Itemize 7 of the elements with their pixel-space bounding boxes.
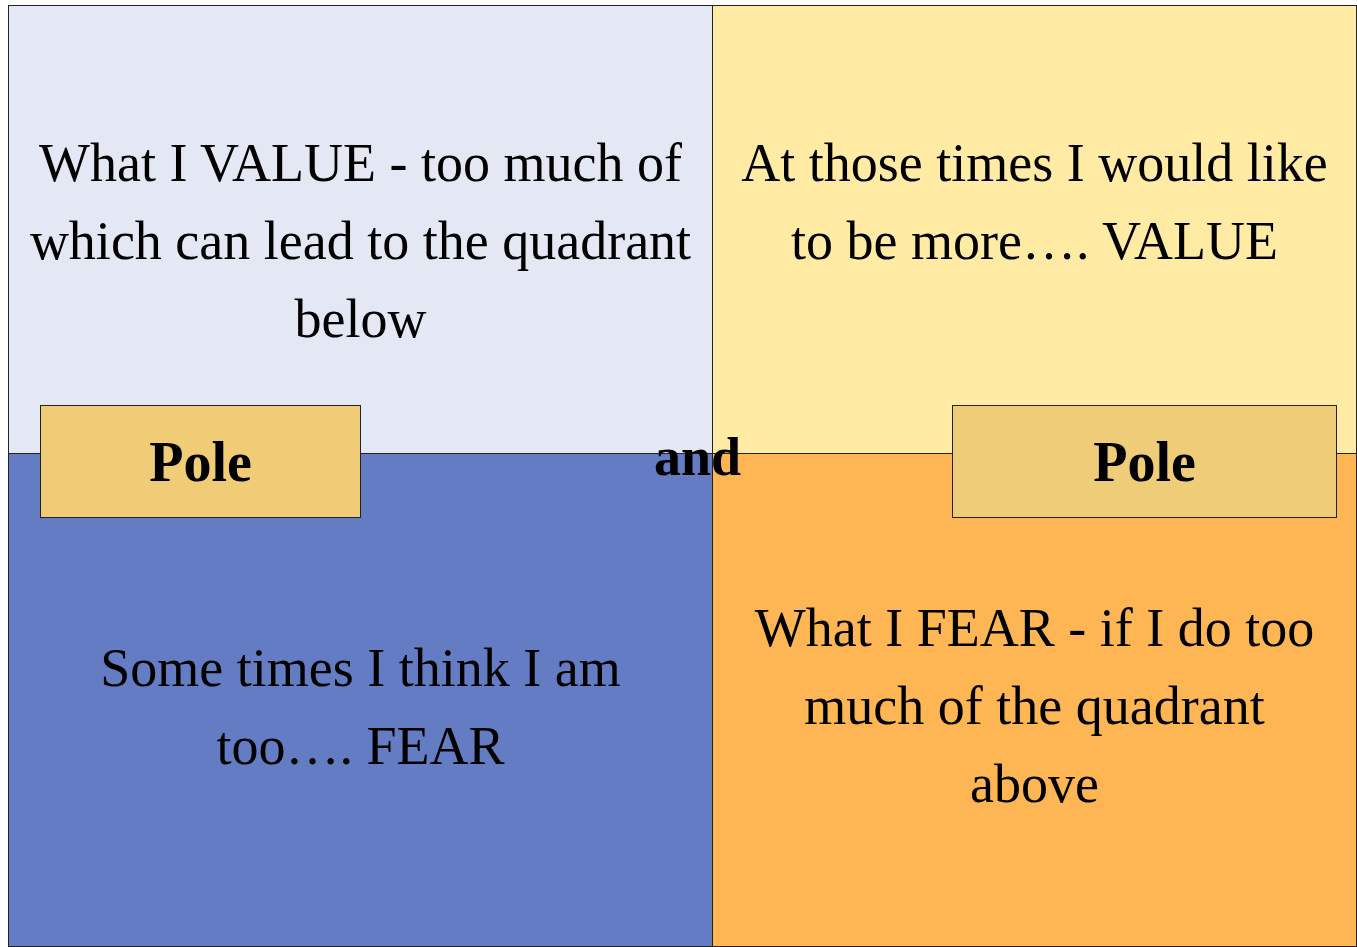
quadrant-text: What I FEAR - if I do too much of the quadrant above xyxy=(753,597,1316,816)
pole-label-box: Pole xyxy=(40,405,361,518)
connector-word: and xyxy=(654,426,742,489)
quadrant-text: At those times I would like to be more…. VALUE xyxy=(740,132,1329,273)
quadrant-text: What I VALUE - too much of which can lead to the quadrant below xyxy=(28,132,693,351)
pole-label-box: Pole xyxy=(952,405,1337,518)
quadrant-text: Some times I think I am too…. FEAR xyxy=(99,637,622,778)
